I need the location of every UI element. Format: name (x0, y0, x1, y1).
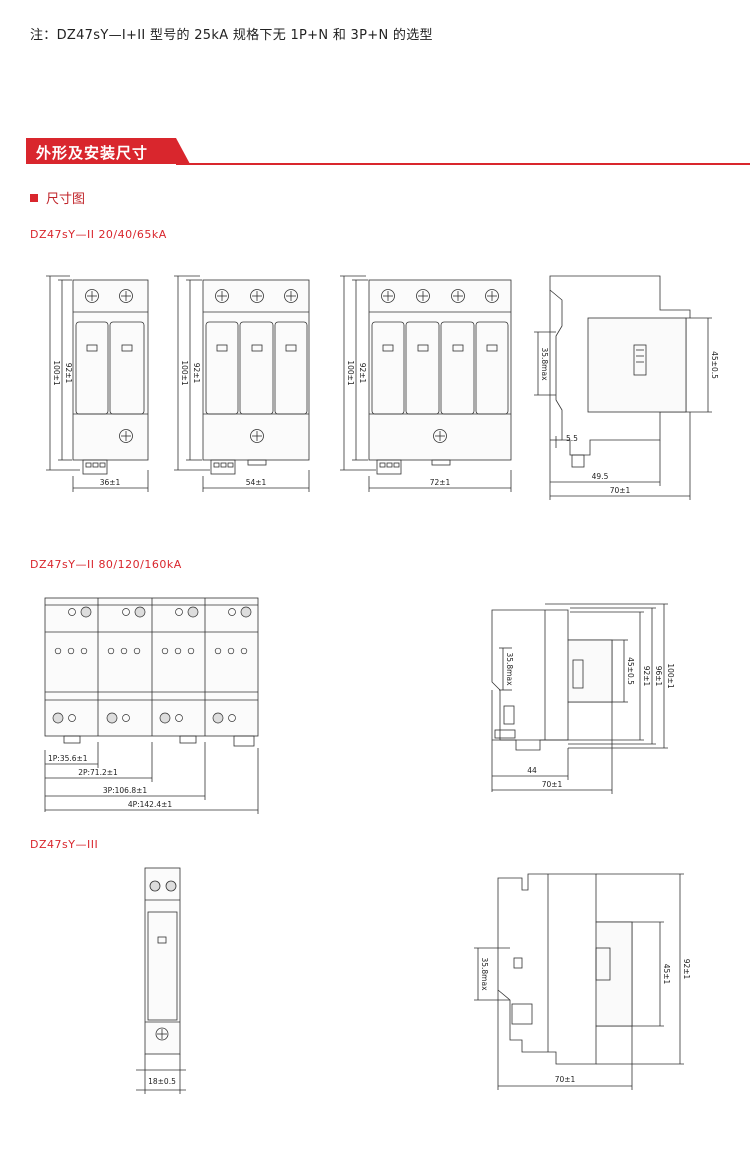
square-bullet-icon (30, 194, 38, 202)
drawing-4p-front-160ka (44, 597, 259, 814)
dim-4p-width: 72±1 (430, 478, 451, 487)
dim-side3-70: 70±1 (555, 1075, 576, 1084)
model-label-3: DZ47sY—III (30, 838, 99, 851)
dim-side2-100: 100±1 (666, 663, 675, 689)
subheading-label: 尺寸图 (46, 192, 86, 207)
section-title: 外形及安装尺寸 (36, 144, 149, 162)
section-header: 外形及安装尺寸 (26, 138, 750, 166)
dim-side3-92: 92±1 (682, 959, 691, 980)
dim-2p-width: 36±1 (100, 478, 121, 487)
dim-2p-width-160ka: 2P:71.2±1 (78, 768, 118, 777)
dim-side1-70: 70±1 (610, 486, 631, 495)
drawing-3p-front (174, 275, 310, 492)
dim-side2-70: 70±1 (542, 780, 563, 789)
section-rule (176, 163, 750, 165)
dim-side3-358max: 35.8max (480, 957, 489, 991)
dim-side2-358max: 35.8max (505, 652, 514, 686)
dim-2p-height-92: 92±1 (64, 363, 73, 384)
section-tab (26, 138, 190, 164)
dim-side1-358max: 35.8max (540, 347, 549, 381)
dim-2p-height-100: 100±1 (52, 360, 61, 386)
drawing-1p-front-iii (136, 867, 186, 1094)
dim-side2-45: 45±0.5 (626, 657, 635, 685)
drawing-side-view-2 (491, 603, 668, 794)
dim-side2-92: 92±1 (642, 666, 651, 687)
drawing-side-view-1 (534, 275, 712, 500)
dim-3p-height-100: 100±1 (180, 360, 189, 386)
dim-side1-45: 45±0.5 (710, 351, 719, 379)
drawing-side-view-3 (474, 873, 684, 1090)
dim-4p-width-160ka: 4P:142.4±1 (128, 800, 173, 809)
dim-4p-height-100: 100±1 (346, 360, 355, 386)
model-label-2: DZ47sY—II 80/120/160kA (30, 558, 182, 571)
dim-1p-width-iii: 18±0.5 (148, 1077, 176, 1086)
dim-3p-width: 54±1 (246, 478, 267, 487)
drawing-4p-front (340, 275, 512, 492)
dim-side2-44: 44 (527, 766, 537, 775)
dim-1p-width: 1P:35.6±1 (48, 754, 88, 763)
drawing-2p-front (46, 275, 149, 492)
dim-side1-495: 49.5 (592, 472, 609, 481)
dim-side3-45: 45±1 (662, 964, 671, 985)
dim-3p-height-92: 92±1 (192, 363, 201, 384)
model-label-1: DZ47sY—II 20/40/65kA (30, 228, 167, 241)
dim-side1-55: 5.5 (566, 434, 578, 443)
dim-side2-96: 96±1 (654, 666, 663, 687)
selection-note: 注：DZ47sY—I+II 型号的 25kA 规格下无 1P+N 和 3P+N … (30, 28, 433, 43)
dim-3p-width-160ka: 3P:106.8±1 (103, 786, 148, 795)
subheading: 尺寸图 (30, 188, 85, 207)
dim-4p-height-92: 92±1 (358, 363, 367, 384)
